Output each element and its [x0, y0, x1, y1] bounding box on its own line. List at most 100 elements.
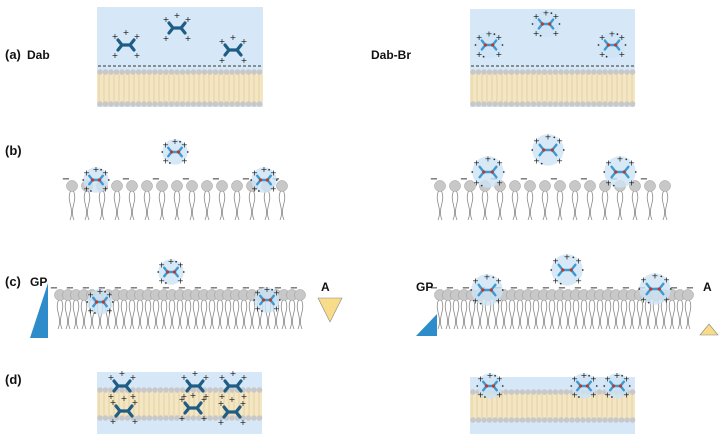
plus-charge: + — [230, 369, 237, 378]
lipid — [554, 289, 566, 330]
plus-charge: + — [553, 29, 560, 38]
plus-charge: + — [571, 391, 578, 400]
bromine-atom — [618, 384, 623, 388]
dab-b-free: +++++ — [161, 137, 189, 166]
lipid-head — [212, 69, 219, 75]
lipid-head — [168, 415, 175, 421]
plus-charge: + — [134, 32, 141, 41]
counterion-dot — [597, 44, 600, 46]
plus-charge: + — [556, 137, 563, 146]
lipid-head — [157, 69, 164, 75]
lipid-tail — [568, 299, 572, 330]
lipid-head — [519, 101, 526, 107]
dab-br-molecule-3: +++++ — [597, 29, 627, 59]
lipid-head — [157, 415, 164, 421]
molecule-skeleton — [223, 379, 243, 393]
counterion-dot — [250, 179, 253, 181]
lipid-head — [251, 415, 257, 421]
lipid-head — [229, 387, 235, 393]
lipid-head — [503, 389, 509, 395]
lipid-head — [190, 69, 197, 75]
lipid-head — [186, 180, 198, 192]
lipid-tail — [220, 299, 224, 330]
counterion-dot — [612, 184, 615, 187]
plus-charge: + — [571, 374, 578, 383]
lipid-head — [276, 180, 288, 192]
lipid-tail — [448, 299, 452, 330]
counterion-dot — [553, 136, 556, 139]
lipid — [201, 180, 213, 221]
lipid-tail — [252, 299, 256, 330]
lipid-head — [201, 69, 208, 75]
lipid-tail — [672, 299, 676, 330]
minus-charge: − — [226, 283, 234, 294]
lipid — [586, 289, 598, 330]
lipid-tail — [616, 190, 620, 221]
lipid-head — [552, 69, 559, 75]
plus-charge: + — [605, 179, 612, 188]
lipid-head — [514, 101, 520, 107]
plus-charge: + — [185, 34, 192, 43]
plus-charge: + — [219, 37, 226, 46]
lipid-head — [434, 180, 446, 192]
minus-charge: − — [182, 174, 190, 185]
lipid-tail — [207, 190, 211, 221]
lipid-head — [530, 101, 537, 107]
lipid-head — [135, 387, 142, 393]
bromine-atom — [268, 298, 272, 302]
lipid-tail — [496, 299, 500, 330]
lipid-tail — [248, 190, 252, 221]
lipid-head — [171, 180, 183, 192]
plus-charge: + — [552, 277, 559, 286]
lipid-tail — [631, 190, 635, 221]
counterion-dot — [621, 374, 623, 377]
plus-charge: + — [251, 168, 258, 177]
lipid-tail — [528, 299, 532, 330]
lipid-head — [519, 69, 526, 75]
lipid-tail — [64, 299, 68, 330]
gp-gradient-triangle — [30, 283, 48, 338]
lipid-head — [190, 101, 197, 107]
molecule-skeleton — [183, 401, 203, 415]
lipid-tail — [284, 299, 288, 330]
lipid-head — [201, 180, 213, 192]
lipid-head — [497, 101, 504, 107]
lipid-tail — [560, 190, 564, 221]
plus-charge: + — [172, 137, 179, 146]
counterion-dot — [501, 44, 504, 46]
lipid-tail — [455, 190, 459, 221]
plus-charge: + — [87, 290, 94, 299]
molecule-skeleton — [223, 43, 243, 57]
lipid-head — [530, 69, 537, 75]
counterion-dot — [484, 396, 486, 398]
counterion-dot — [638, 288, 641, 290]
lipid-head — [547, 101, 553, 107]
counterion-dot — [572, 256, 575, 259]
plus-charge: + — [473, 159, 480, 168]
plus-charge: + — [219, 373, 226, 382]
lipid-head — [97, 387, 103, 393]
counterion-dot — [94, 312, 96, 314]
lipid — [464, 180, 476, 221]
plus-charge: + — [619, 33, 626, 42]
plus-charge: + — [476, 50, 483, 59]
plus-charge: + — [556, 157, 563, 166]
minus-charge: − — [550, 174, 558, 185]
lipid-head — [163, 415, 169, 421]
lipid-head — [514, 417, 520, 423]
dab-d-3: +++++ — [181, 369, 210, 401]
lipid — [222, 289, 234, 330]
lipid-head — [157, 387, 164, 393]
lipid-head — [591, 101, 597, 107]
lipid-tail — [84, 299, 88, 330]
lipid — [509, 180, 521, 221]
dab-br-d-3: +++++ — [603, 371, 631, 400]
lipid — [171, 180, 183, 221]
lipid-tail — [500, 299, 504, 330]
lipid-tail — [224, 299, 228, 330]
plus-charge: + — [83, 168, 90, 177]
plus-charge: + — [203, 392, 210, 401]
lipid — [458, 289, 470, 330]
lipid-tail — [588, 299, 592, 330]
plus-charge: + — [484, 272, 491, 281]
